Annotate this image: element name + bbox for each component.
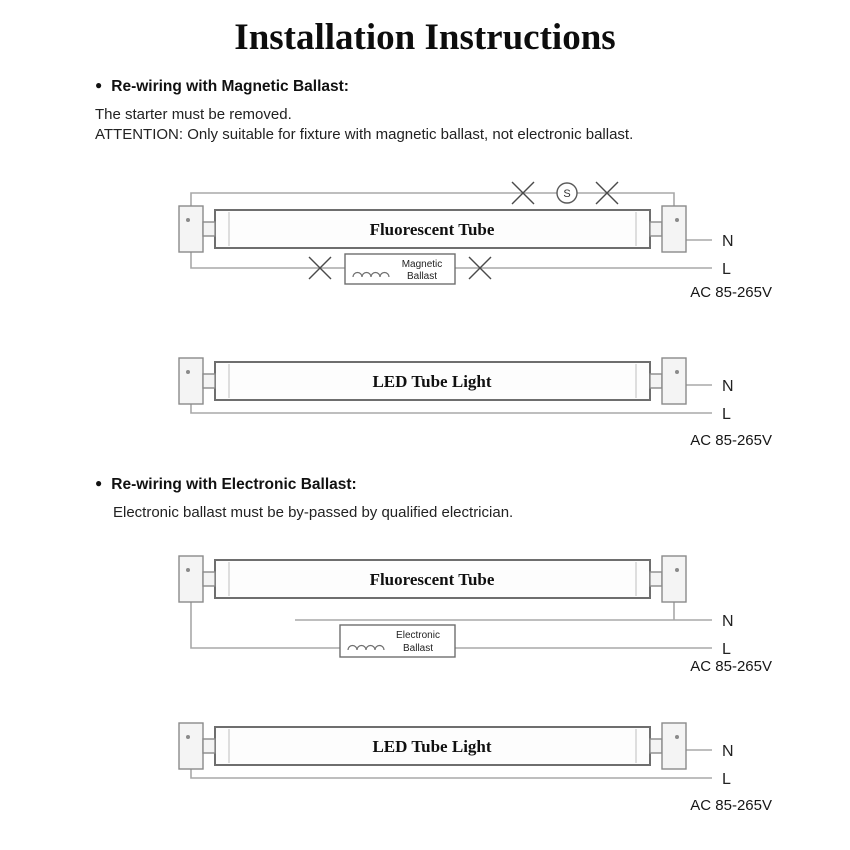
tube-body [214,726,651,766]
voltage-label: AC 85-265V [690,284,772,301]
coil-icon [347,644,385,651]
attention-note: ATTENTION: Only suitable for fixture wit… [95,126,634,143]
cap-pin-dot [186,370,190,374]
pin-connector [649,221,663,237]
bullet-icon: ● [95,78,103,92]
live-wire [190,252,712,269]
ballast-label-line1: Magnetic [402,259,443,270]
cap-pin-dot [675,735,679,739]
tube-label: Fluorescent Tube [370,220,495,239]
end-cap-right [661,555,687,603]
cut-x-icon [511,181,535,205]
live-wire [190,404,712,414]
voltage-label: AC 85-265V [690,432,772,449]
pin-connector [649,738,663,754]
cut-x-icon [595,181,619,205]
wire-l-label: L [722,641,731,658]
end-cap-left [178,205,204,253]
pin-connector [649,373,663,389]
starter-note: The starter must be removed. [95,106,292,123]
pin-connector [202,373,216,389]
tube-label: LED Tube Light [372,372,491,391]
section-electronic-heading: ● Re-wiring with Electronic Ballast: [95,476,357,494]
ballast-label-line2: Ballast [407,271,437,282]
end-cap-left [178,722,204,770]
ballast-label-line1: Electronic [396,630,440,641]
bypass-note: Electronic ballast must be by-passed by … [113,504,514,521]
diagram-fluorescent-magnetic: S Fluorescent Tube Magnetic Ballast N L … [178,181,772,301]
tube-label: LED Tube Light [372,737,491,756]
end-cap-right [661,357,687,405]
wire-l-label: L [722,406,731,423]
section-electronic-heading-text: Re-wiring with Electronic Ballast: [111,476,357,493]
end-cap-left [178,357,204,405]
live-wire [190,769,712,779]
wire-n-label: N [722,378,734,395]
cap-pin-dot [186,568,190,572]
cut-x-icon [468,256,492,280]
end-cap-left [178,555,204,603]
pin-connector [649,571,663,587]
wire-l-label: L [722,261,731,278]
coil-icon [352,271,390,278]
diagram-led-2: LED Tube Light N L AC 85-265V [178,722,772,814]
voltage-label: AC 85-265V [690,797,772,814]
end-cap-right [661,722,687,770]
pin-connector [202,738,216,754]
starter-loop-wire [190,192,675,206]
magnetic-ballast-box [344,253,456,285]
section-magnetic-heading-text: Re-wiring with Magnetic Ballast: [111,78,349,95]
section-magnetic-heading: ● Re-wiring with Magnetic Ballast: [95,78,349,96]
wire-l-label: L [722,771,731,788]
wire-n-label: N [722,743,734,760]
diagram-fluorescent-electronic: Fluorescent Tube Electronic Ballast N L … [178,555,772,675]
tube-label: Fluorescent Tube [370,570,495,589]
cap-pin-dot [675,370,679,374]
pin-connector [202,221,216,237]
diagram-led-1: LED Tube Light N L AC 85-265V [178,357,772,449]
live-wire [190,602,712,649]
wire-n-label: N [722,613,734,630]
neutral-wire [295,602,712,621]
pin-connector [202,571,216,587]
voltage-label: AC 85-265V [690,658,772,675]
cut-x-icon [308,256,332,280]
bullet-icon: ● [95,476,103,490]
end-cap-right [661,205,687,253]
electronic-ballast-box [339,624,456,658]
cap-pin-dot [675,568,679,572]
page-title: Installation Instructions [234,17,616,58]
cap-pin-dot [675,218,679,222]
cap-pin-dot [186,218,190,222]
ballast-label-line2: Ballast [403,643,433,654]
starter-icon [556,182,578,204]
cap-pin-dot [186,735,190,739]
wire-n-label: N [722,233,734,250]
starter-label: S [563,188,570,200]
